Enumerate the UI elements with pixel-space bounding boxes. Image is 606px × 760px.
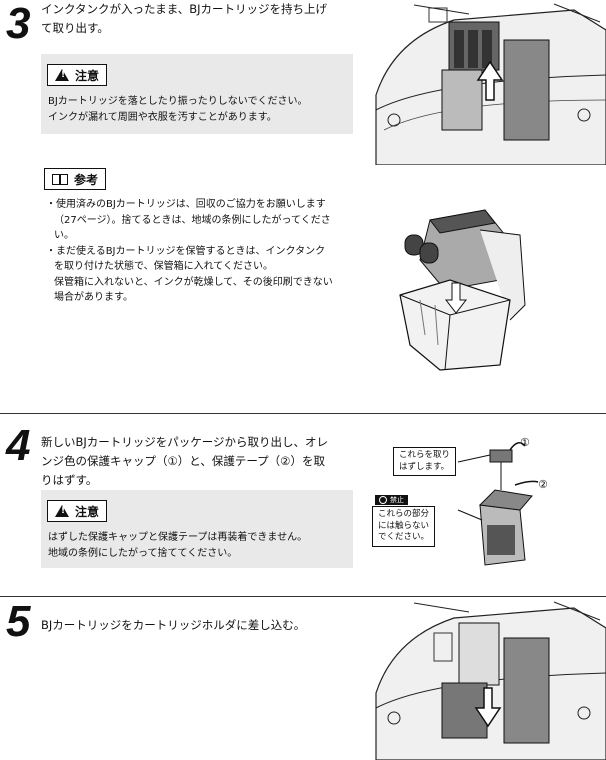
book-icon [52, 173, 68, 185]
caution-label: 注意 [75, 68, 100, 83]
callout-line: これらの部分 [378, 509, 430, 519]
step-4-line-3: りはずす。 [41, 473, 98, 487]
step-4-line-2: ンジ色の保護キャップ（①）と、保護テープ（②）を取 [41, 454, 325, 468]
cartridge-storage-box-illustration [399, 209, 526, 371]
caution-line: BJカートリッジを落としたり振ったりしないでください。 [48, 96, 308, 107]
step-3-reference-text: ・使用済みのBJカートリッジは、回収のご協力をお願いします （27ページ）。捨て… [46, 197, 362, 306]
step-3-caution-badge: ! 注意 [47, 64, 108, 86]
mark-2: ② [538, 478, 548, 491]
prohibited-icon [379, 496, 387, 504]
reference-line: 場合があります。 [54, 292, 133, 303]
caution-label: 注意 [75, 504, 100, 519]
mark-1: ① [520, 436, 530, 449]
cartridge-insertion-illustration [375, 601, 606, 760]
step-4-caution-badge: ! 注意 [47, 500, 108, 522]
callout-line: はずします。 [399, 461, 450, 472]
caution-line: インクが漏れて周囲や衣服を汚すことがあります。 [48, 112, 277, 123]
reference-line: 保管箱に入れないと、インクが乾燥して、その後印刷できない [54, 276, 333, 288]
warning-triangle-icon: ! [55, 69, 69, 81]
step-5-number: 5 [6, 597, 31, 646]
step-4-caution-text: はずした保護キャップと保護テープは再装着できません。 地域の条例にしたがって捨て… [48, 530, 348, 562]
step-3-line-1: インクタンクが入ったまま、BJカートリッジを持ち上げ [41, 2, 328, 16]
section-divider [0, 413, 606, 414]
step-5-instruction: BJカートリッジをカートリッジホルダに差し込む。 [41, 616, 361, 635]
step-3-instruction: インクタンクが入ったまま、BJカートリッジを持ち上げ て取り出す。 [41, 0, 361, 38]
step-3-number: 3 [6, 0, 31, 48]
reference-line: を取り付けた状態で、保管箱に入れてください。 [54, 261, 273, 272]
callout-line: には触らない [378, 520, 430, 531]
callout-line: でください。 [378, 532, 430, 542]
section-divider [0, 596, 606, 597]
reference-line: （27ページ）。捨てるときは、地域の条例にしたがってくださ [54, 214, 331, 226]
step-5-line-1: BJカートリッジをカートリッジホルダに差し込む。 [41, 618, 306, 632]
prohibited-badge: 禁止 [375, 495, 408, 505]
caution-line: はずした保護キャップと保護テープは再装着できません。 [48, 532, 308, 543]
prohibited-label: 禁止 [390, 496, 404, 504]
step-3-line-2: て取り出す。 [41, 21, 109, 35]
callout-line: これらを取り [399, 450, 451, 460]
printer-cartridge-removal-illustration [375, 3, 606, 165]
reference-label: 参考 [74, 172, 99, 187]
warning-triangle-icon: ! [55, 505, 69, 517]
remove-parts-callout: これらを取り はずします。 [393, 447, 457, 476]
step-3-reference-badge: 参考 [44, 168, 107, 190]
step-4-instruction: 新しいBJカートリッジをパッケージから取り出し、オレ ンジ色の保護キャップ（①）… [41, 433, 359, 490]
reference-line: ・使用済みのBJカートリッジは、回収のご協力をお願いします [46, 199, 326, 210]
do-not-touch-callout: これらの部分 には触らない でください。 [372, 506, 436, 547]
step-4-number: 4 [6, 421, 31, 470]
reference-line: ・まだ使えるBJカートリッジを保管するときは、インクタンク [46, 245, 326, 257]
step-3-caution-text: BJカートリッジを落としたり振ったりしないでください。 インクが漏れて周囲や衣服… [48, 94, 348, 126]
caution-line: 地域の条例にしたがって捨ててください。 [48, 548, 238, 559]
new-cartridge-illustration [457, 442, 539, 566]
step-4-line-1: 新しいBJカートリッジをパッケージから取り出し、オレ [41, 435, 329, 449]
reference-line: い。 [54, 230, 74, 241]
